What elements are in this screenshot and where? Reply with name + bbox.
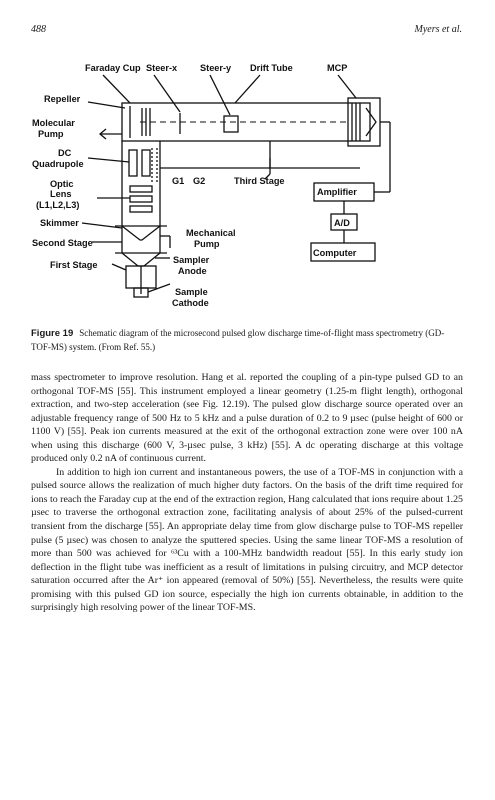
label-dc-quadrupole-1: DC bbox=[58, 148, 72, 158]
optic-lens-l1 bbox=[129, 185, 153, 193]
label-second-stage: Second Stage bbox=[32, 238, 93, 248]
label-sample-cathode-1: Sample bbox=[175, 287, 208, 297]
figure-caption-text: Schematic diagram of the microsecond pul… bbox=[31, 328, 445, 352]
label-drift-tube: Drift Tube bbox=[250, 63, 293, 73]
label-mechanical-pump-1: Mechanical bbox=[186, 228, 236, 238]
optic-lens-l3 bbox=[129, 205, 153, 213]
label-sample-cathode-2: Cathode bbox=[172, 298, 209, 308]
label-ad: A/D bbox=[334, 218, 350, 228]
gd-tof-ms-schematic: Faraday Cup Steer-x Steer-y Drift Tube M… bbox=[32, 63, 391, 308]
label-steer-y: Steer-y bbox=[200, 63, 232, 73]
label-g2: G2 bbox=[193, 176, 205, 186]
label-faraday-cup: Faraday Cup bbox=[85, 63, 141, 73]
running-header: 488 Myers et al. bbox=[31, 24, 462, 38]
label-g1: G1 bbox=[172, 176, 184, 186]
computer-box bbox=[310, 242, 376, 262]
label-molecular-pump-1: Molecular bbox=[32, 118, 75, 128]
label-computer: Computer bbox=[313, 248, 357, 258]
running-author: Myers et al. bbox=[414, 24, 463, 35]
label-optic-lens-1: Optic bbox=[50, 179, 73, 189]
schematic-figure: Faraday Cup Steer-x Steer-y Drift Tube M… bbox=[30, 58, 470, 320]
label-third-stage: Third Stage bbox=[234, 176, 285, 186]
dc-quadrupole-rod-2 bbox=[141, 149, 151, 177]
label-skimmer: Skimmer bbox=[40, 218, 79, 228]
drift-tube-body bbox=[121, 102, 371, 142]
label-steer-x: Steer-x bbox=[146, 63, 178, 73]
label-optic-lens-3: (L1,L2,L3) bbox=[36, 200, 79, 210]
optic-lens-l2 bbox=[129, 195, 153, 203]
paragraph-1: mass spectrometer to improve resolution.… bbox=[31, 372, 463, 465]
label-mcp: MCP bbox=[327, 63, 347, 73]
dc-quadrupole-rod-1 bbox=[128, 149, 138, 177]
mcp-detector-arrow bbox=[365, 107, 377, 137]
label-sampler-anode-2: Anode bbox=[178, 266, 207, 276]
sampler-anode-cone bbox=[121, 252, 161, 267]
page-number: 488 bbox=[31, 24, 46, 35]
figure-number: Figure 19 bbox=[31, 328, 74, 339]
label-mechanical-pump-2: Pump bbox=[194, 239, 220, 249]
label-dc-quadrupole-2: Quadrupole bbox=[32, 159, 84, 169]
label-molecular-pump-2: Pump bbox=[38, 129, 64, 139]
label-sampler-anode-1: Sampler bbox=[173, 255, 210, 265]
body-text: mass spectrometer to improve resolution.… bbox=[31, 371, 463, 615]
paragraph-2: In addition to high ion current and inst… bbox=[31, 466, 463, 614]
label-amplifier: Amplifier bbox=[317, 187, 357, 197]
label-first-stage: First Stage bbox=[50, 260, 97, 270]
cathode-mount bbox=[133, 287, 149, 298]
label-repeller: Repeller bbox=[44, 94, 81, 104]
mcp-housing bbox=[347, 97, 381, 147]
label-optic-lens-2: Lens bbox=[50, 189, 71, 199]
steer-y-deflector bbox=[223, 115, 239, 133]
skimmer-cone bbox=[121, 225, 161, 241]
